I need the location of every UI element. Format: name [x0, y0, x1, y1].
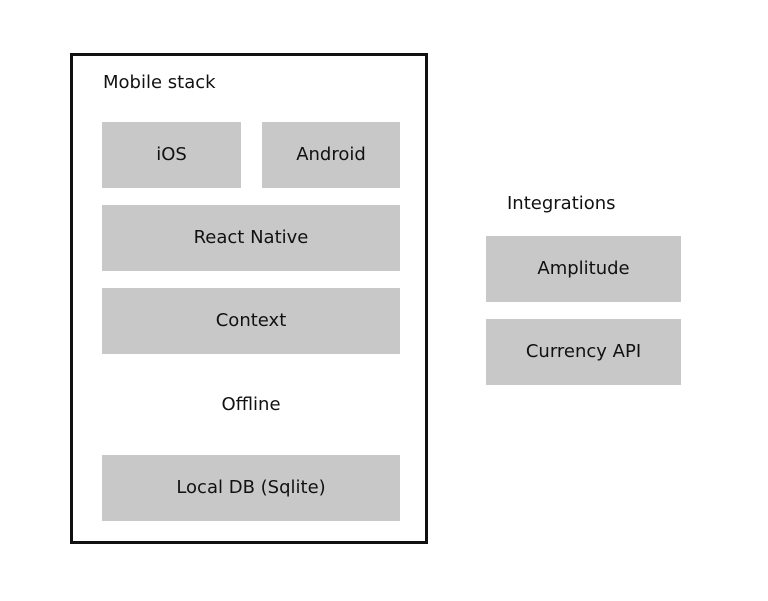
- local-db-box: Local DB (Sqlite): [102, 455, 400, 521]
- amplitude-box: Amplitude: [486, 236, 681, 302]
- ios-box: iOS: [102, 122, 241, 188]
- react-native-box: React Native: [102, 205, 400, 271]
- offline-label: Offline: [221, 394, 281, 415]
- android-box: Android: [262, 122, 400, 188]
- context-box: Context: [102, 288, 400, 354]
- mobile-stack-title: Mobile stack: [103, 72, 216, 93]
- integrations-title: Integrations: [507, 193, 616, 214]
- currency-api-box: Currency API: [486, 319, 681, 385]
